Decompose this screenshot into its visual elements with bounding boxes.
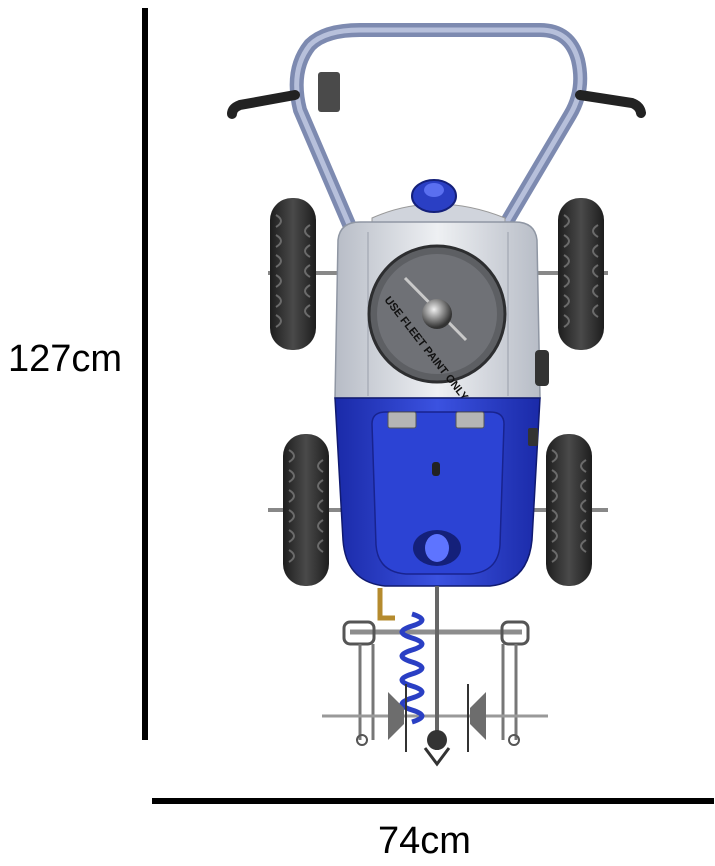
spray-assembly xyxy=(322,586,548,767)
coiled-hose xyxy=(399,611,425,725)
right-guide-disc xyxy=(470,692,486,740)
panel-knob xyxy=(432,462,440,476)
width-dimension-label: 74cm xyxy=(378,820,471,862)
left-guide-disc xyxy=(388,692,404,740)
left-latch xyxy=(387,411,417,429)
front-panel xyxy=(371,411,505,575)
left-grip xyxy=(227,90,300,119)
right-latch xyxy=(455,411,485,429)
width-dimension-line xyxy=(152,798,714,804)
height-dimension-line xyxy=(142,8,148,740)
front-left-wheel xyxy=(270,198,316,350)
side-knob xyxy=(535,350,549,386)
lid-knob xyxy=(422,299,452,329)
rear-right-wheel xyxy=(546,434,592,586)
rear-left-wheel xyxy=(283,434,329,586)
spray-nozzle xyxy=(427,730,447,750)
trigger-control xyxy=(318,72,340,112)
front-right-wheel xyxy=(558,198,604,350)
handlebar xyxy=(227,23,646,257)
lower-body xyxy=(334,397,541,587)
right-grip xyxy=(575,90,646,118)
height-dimension-label: 127cm xyxy=(8,338,123,380)
filler-cap xyxy=(371,179,506,233)
paint-lid: USE FLEET PAINT ONLY xyxy=(367,244,507,404)
